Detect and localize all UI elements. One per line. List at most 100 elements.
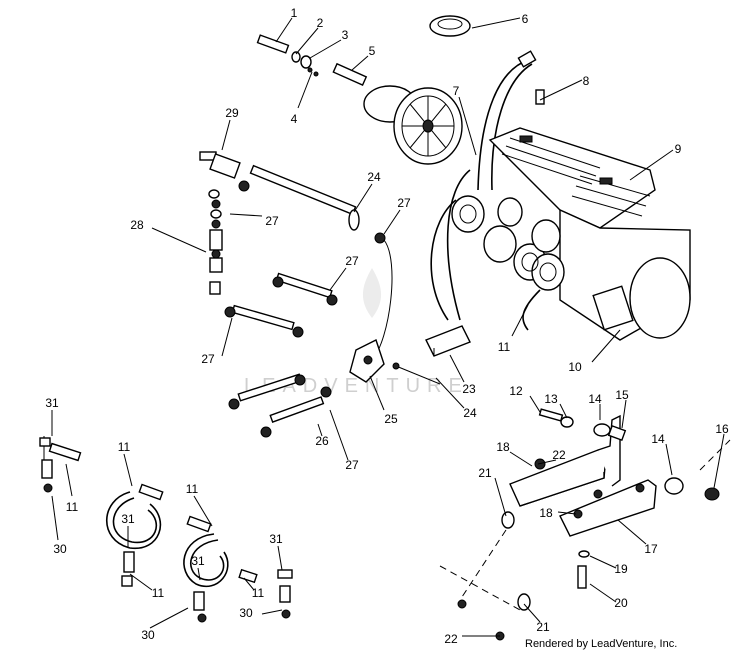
callout-number-c18b: 18 — [539, 506, 553, 520]
callout-number-c31: 31 — [45, 396, 59, 410]
callout-number-c8: 8 — [583, 74, 590, 88]
callout-number-c11b: 11 — [118, 440, 131, 454]
callout-leader-c10 — [591, 329, 621, 363]
callout-number-c15: 15 — [615, 388, 629, 402]
callout-number-c22b: 22 — [444, 632, 458, 646]
callout-number-c7: 7 — [453, 84, 460, 98]
callout-number-c16: 16 — [715, 422, 729, 436]
part-clutch — [363, 85, 463, 165]
callout-leader-c11e — [243, 577, 255, 591]
callout-leader-c31c — [197, 567, 201, 581]
callout-leader-c27 — [229, 213, 263, 217]
part-cap — [429, 15, 471, 37]
callout-leader-c1 — [275, 17, 293, 43]
callout-leader-c27d — [221, 317, 233, 357]
part-engine — [430, 127, 691, 341]
callout-number-c9: 9 — [675, 142, 682, 156]
part-fuel-lines — [224, 164, 393, 438]
callout-leader-c3 — [309, 39, 342, 59]
callout-leader-c23 — [449, 354, 465, 383]
callout-number-c12: 12 — [509, 384, 523, 398]
callout-leader-c24b — [435, 377, 465, 409]
callout-leader-c18b — [557, 511, 577, 515]
callout-leader-c24 — [353, 183, 373, 213]
callout-leader-c4 — [297, 71, 313, 109]
callout-number-c11: 11 — [498, 340, 511, 354]
callout-number-c6: 6 — [522, 12, 529, 26]
part-bolt-assembly — [256, 34, 368, 86]
callout-leader-c29 — [221, 119, 231, 151]
callout-number-c25: 25 — [384, 412, 398, 426]
callout-number-c11e: 11 — [252, 586, 265, 600]
callout-number-c27: 27 — [265, 214, 279, 228]
callout-leader-c22 — [537, 459, 557, 465]
callout-number-c4: 4 — [291, 112, 298, 126]
callout-leader-c9 — [629, 149, 674, 181]
callout-number-c19: 19 — [614, 562, 628, 576]
callout-number-c11c: 11 — [186, 482, 199, 496]
callout-number-c2: 2 — [317, 16, 324, 30]
callout-leader-c13 — [559, 403, 568, 419]
callout-leader-c19 — [589, 555, 617, 569]
callout-number-c27d: 27 — [201, 352, 215, 366]
callout-number-c14b: 14 — [651, 432, 665, 446]
callout-leader-c18 — [509, 451, 533, 467]
part-spark-wire — [477, 50, 545, 191]
callout-leader-c28 — [151, 227, 207, 253]
render-credit: Rendered by LeadVenture, Inc. — [525, 638, 677, 650]
callout-leader-c25 — [369, 375, 385, 411]
callout-leader-c31d — [277, 545, 283, 571]
callout-number-c30b: 30 — [141, 628, 155, 642]
callout-number-c23: 23 — [462, 382, 476, 396]
callout-number-c11a: 11 — [66, 500, 79, 514]
callout-number-c11d: 11 — [152, 586, 165, 600]
callout-leader-c21 — [494, 477, 507, 517]
callout-leader-c20 — [589, 583, 617, 603]
callout-number-c24: 24 — [367, 170, 381, 184]
callout-number-c21: 21 — [478, 466, 492, 480]
callout-number-c22: 22 — [552, 448, 566, 462]
callout-leader-c26 — [317, 423, 323, 437]
callout-leader-c16 — [713, 433, 725, 489]
callout-number-c17: 17 — [644, 542, 658, 556]
callout-number-c3: 3 — [342, 28, 349, 42]
callout-leader-c30c — [261, 609, 283, 615]
callout-number-c14: 14 — [588, 392, 602, 406]
callout-number-c10: 10 — [568, 360, 582, 374]
callout-leader-c30 — [51, 495, 59, 541]
callout-number-c30: 30 — [53, 542, 67, 556]
callout-leader-c2 — [295, 27, 319, 55]
callout-leader-c11c — [193, 495, 213, 527]
callout-leader-c17 — [617, 519, 647, 545]
callout-leader-c11 — [511, 304, 529, 337]
callout-leader-c8 — [539, 79, 583, 101]
callout-leader-c21b — [523, 603, 541, 623]
callout-number-c5: 5 — [369, 44, 376, 58]
callout-number-c27e: 27 — [345, 458, 359, 472]
callout-number-c27b: 27 — [397, 196, 411, 210]
callout-number-c30c: 30 — [239, 606, 253, 620]
callout-leader-c27c — [329, 267, 347, 291]
callout-number-c31b: 31 — [121, 512, 135, 526]
callout-leader-c11d — [129, 573, 153, 591]
part-module — [392, 325, 471, 385]
callout-leader-c12 — [529, 395, 541, 413]
callout-leader-c14b — [665, 443, 673, 476]
callout-number-c20: 20 — [614, 596, 628, 610]
callout-number-c1: 1 — [291, 6, 298, 20]
callout-number-c24b: 24 — [463, 406, 477, 420]
callout-number-c31c: 31 — [191, 554, 205, 568]
callout-number-c28: 28 — [130, 218, 144, 232]
callout-number-c31d: 31 — [269, 532, 283, 546]
part-bracket — [439, 408, 731, 641]
callout-leader-c27e — [329, 409, 349, 461]
callout-number-c13: 13 — [544, 392, 558, 406]
callout-number-c29: 29 — [225, 106, 239, 120]
callout-leader-c11b — [123, 453, 133, 487]
callout-number-c27c: 27 — [345, 254, 359, 268]
callout-leader-c7 — [458, 96, 477, 156]
callout-leader-c6 — [471, 17, 521, 29]
